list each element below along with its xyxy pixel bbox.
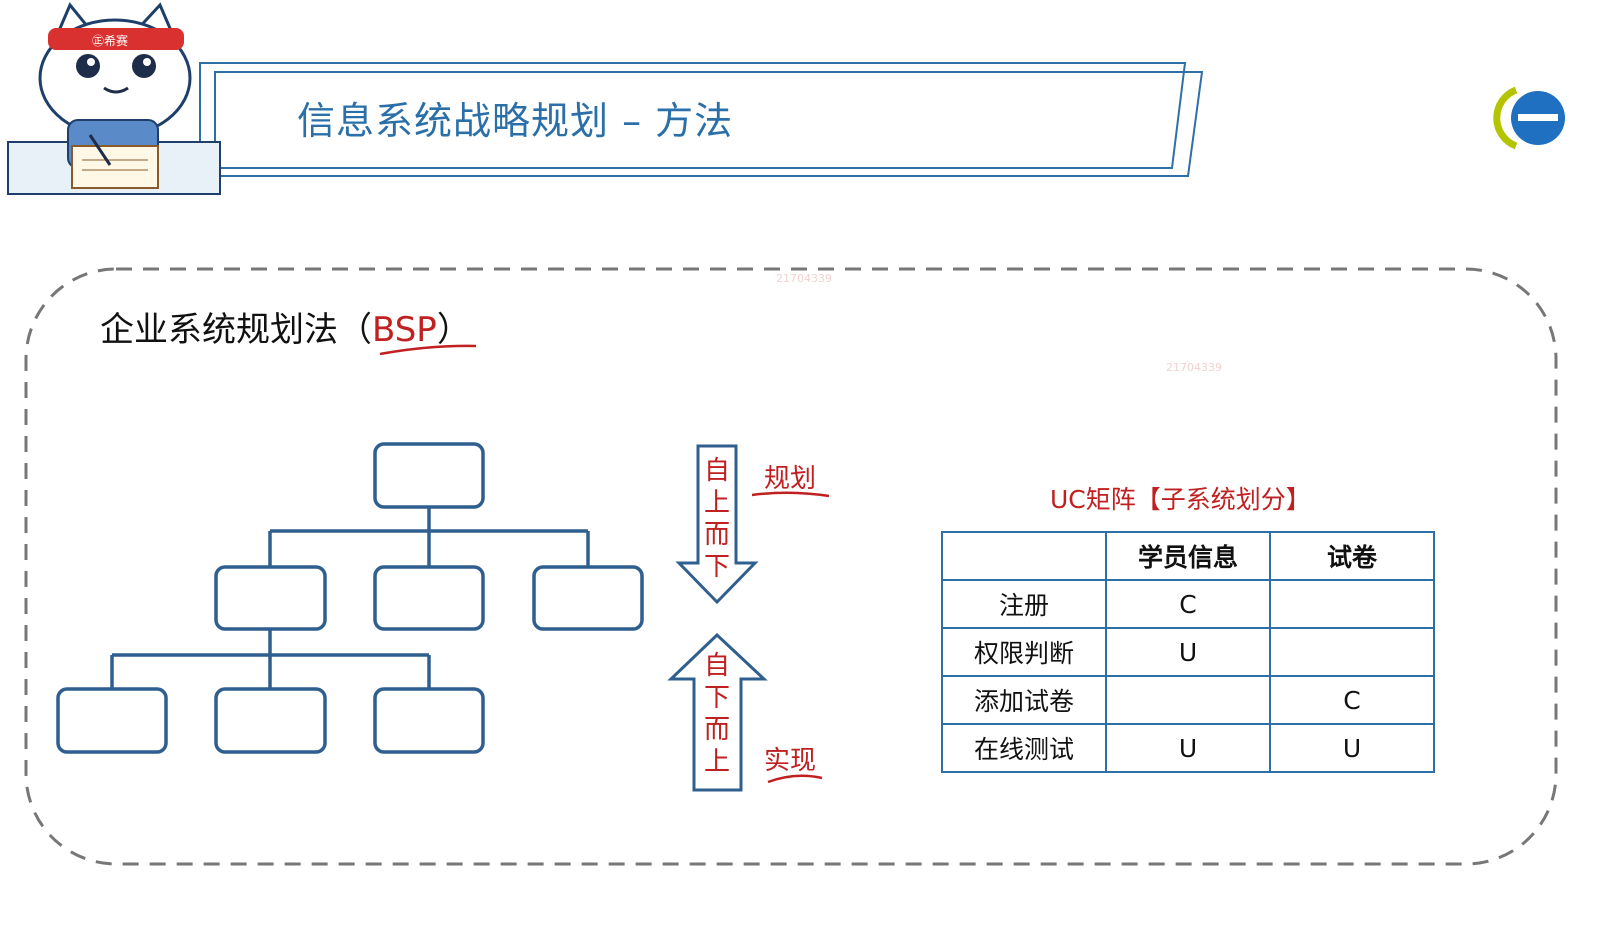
table-header-row: 学员信息 试卷 xyxy=(941,531,1435,581)
header-cell xyxy=(941,531,1107,581)
table-cell xyxy=(1269,627,1435,677)
table-cell xyxy=(1105,675,1271,725)
watermark: 21704339 xyxy=(1166,361,1222,374)
header-cell: 学员信息 xyxy=(1105,531,1271,581)
table-row: 添加试卷 C xyxy=(941,675,1435,725)
table-row: 在线测试 U U xyxy=(941,723,1435,773)
table-cell: C xyxy=(1105,579,1271,629)
arrow-char: 下 xyxy=(703,552,730,582)
row-label-cell: 权限判断 xyxy=(941,627,1107,677)
arrow-char: 上 xyxy=(703,488,730,518)
bsp-abbreviation: BSP xyxy=(372,310,437,350)
content-frame xyxy=(24,267,1558,866)
page-title: 信息系统战略规划 – 方法 xyxy=(297,99,734,143)
mascot-cat-icon xyxy=(7,2,221,195)
arrow-char: 上 xyxy=(703,747,730,777)
table-cell: U xyxy=(1105,627,1271,677)
header-banner xyxy=(199,62,1204,177)
planning-label: 规划 xyxy=(764,464,817,494)
table-row: 注册 C xyxy=(941,579,1435,629)
top-down-arrow xyxy=(675,444,759,605)
watermark: 21704339 xyxy=(776,272,832,285)
table-cell: U xyxy=(1269,723,1435,773)
row-label-cell: 在线测试 xyxy=(941,723,1107,773)
table-cell: U xyxy=(1105,723,1271,773)
uc-matrix-title: UC矩阵【子系统划分】 xyxy=(1050,485,1311,514)
arrow-char: 而 xyxy=(703,520,730,550)
section-title-text: 企业系统规划法（ xyxy=(100,310,372,350)
row-label-cell: 注册 xyxy=(941,579,1107,629)
table-cell: C xyxy=(1269,675,1435,725)
row-label-cell: 添加试卷 xyxy=(941,675,1107,725)
uc-matrix-table: 学员信息 试卷 注册 C 权限判断 U 添加试卷 C 在线测试 U U xyxy=(941,531,1435,773)
hierarchy-diagram xyxy=(56,442,644,754)
header-cell: 试卷 xyxy=(1269,531,1435,581)
arrow-char: 而 xyxy=(703,715,730,745)
mascot-badge-text: ㊣希赛 xyxy=(92,34,129,48)
implementation-label: 实现 xyxy=(764,746,817,776)
section-title-close: ） xyxy=(436,310,471,350)
section-title: 企业系统规划法（BSP） xyxy=(100,302,471,351)
bottom-up-text: 自 下 而 上 xyxy=(703,650,731,778)
table-cell xyxy=(1269,579,1435,629)
bottom-up-arrow xyxy=(667,632,768,792)
arrow-char: 自 xyxy=(703,651,730,681)
table-row: 权限判断 U xyxy=(941,627,1435,677)
brand-logo-icon xyxy=(1493,86,1565,150)
arrow-char: 自 xyxy=(703,456,730,486)
arrow-char: 下 xyxy=(703,683,730,713)
top-down-text: 自 上 而 下 xyxy=(703,455,731,583)
